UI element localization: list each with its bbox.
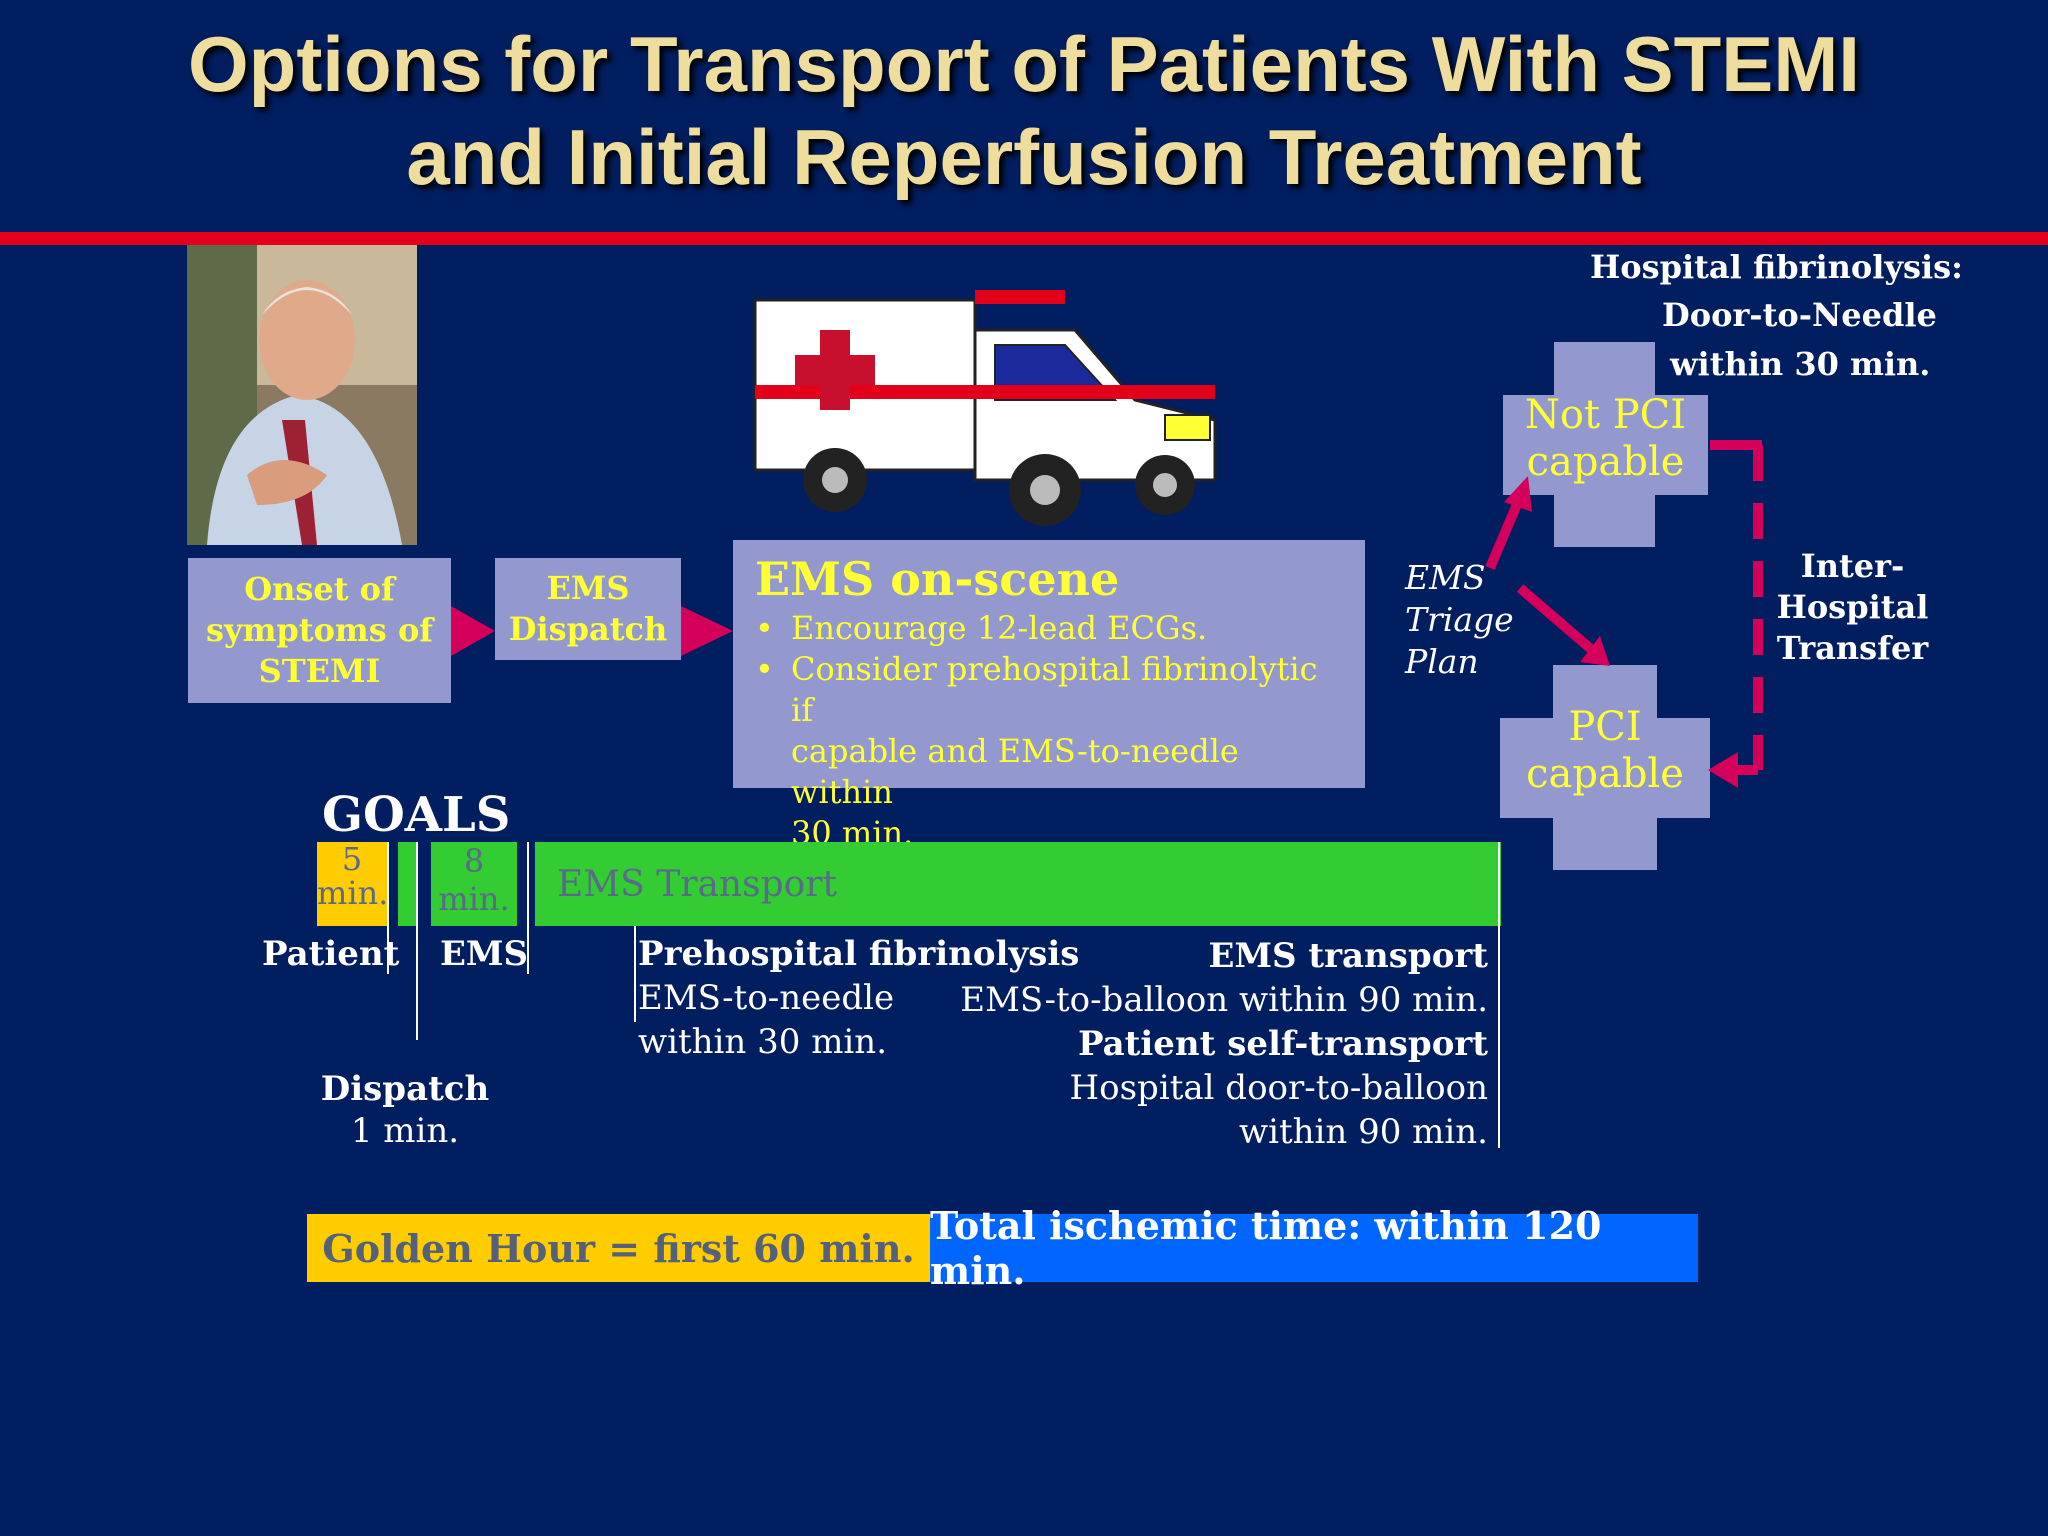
prehospital-line-2: within 30 min.: [638, 1022, 888, 1062]
not-pci-line-2: capable: [1526, 439, 1685, 485]
slide-title: Options for Transport of Patients With S…: [0, 18, 2048, 204]
dispatch-goal-time: 1 min.: [350, 1111, 460, 1151]
timeline-transport-segment: EMS Transport: [535, 842, 1501, 926]
hospital-fibrinolysis-line-1: Hospital fibrinolysis:: [1590, 248, 1963, 286]
prehospital-fibrinolysis-title: Prehospital fibrinolysis: [638, 934, 1080, 974]
patient-label: Patient: [262, 934, 400, 974]
title-line-2: and Initial Reperfusion Treatment: [406, 113, 1642, 201]
ems-seg-num: 8: [463, 842, 485, 880]
pci-line-1: PCI: [1568, 704, 1642, 750]
self-transport-title: Patient self-transport: [1078, 1024, 1488, 1064]
transfer-line-1: Inter-: [1800, 547, 1905, 585]
arrow-dispatch-to-scene: [681, 606, 733, 656]
prehospital-line-1: EMS-to-needle: [638, 978, 895, 1018]
on-scene-bullet-1: •Encourage 12-lead ECGs.: [755, 609, 1208, 647]
self-transport-line-2: within 90 min.: [1238, 1112, 1488, 1152]
pci-line-2: capable: [1526, 751, 1684, 797]
transfer-line-2: Hospital: [1776, 588, 1929, 626]
total-ischemic-bar: Total ischemic time: within 120 min.: [930, 1203, 1698, 1293]
timeline-ems-segment: 8 min.: [431, 842, 517, 926]
arrow-onset-to-dispatch: [451, 606, 495, 656]
ems-label: EMS: [440, 934, 529, 974]
dispatch-goal-label: Dispatch: [320, 1069, 490, 1109]
onset-box: Onset of symptoms of STEMI: [188, 558, 451, 703]
not-pci-hospital-cross: [1503, 342, 1708, 547]
timeline-patient-segment: 5 min.: [317, 840, 389, 926]
transfer-line-3: Transfer: [1776, 629, 1929, 667]
dispatch-box-line-1: EMS: [546, 569, 630, 607]
on-scene-bullet-2: • Consider prehospital fibrinolytic if c…: [755, 649, 1345, 854]
dispatch-goal-block: Dispatch 1 min.: [320, 1068, 490, 1152]
ems-seg-unit: min.: [438, 880, 510, 918]
inter-hospital-transfer-label: Inter- Hospital Transfer: [1770, 546, 1935, 669]
divider-prehospital: [634, 926, 636, 1022]
ambulance-illustration: [745, 290, 1225, 530]
goals-heading: GOALS: [322, 787, 511, 843]
on-scene-bullet-2-line-2: capable and EMS-to-needle within: [791, 732, 1239, 811]
pci-label: PCI capable: [1500, 704, 1710, 798]
divider-transport-end: [1498, 842, 1500, 1148]
not-pci-line-1: Not PCI: [1524, 392, 1687, 438]
ems-dispatch-box: EMS Dispatch: [495, 558, 681, 660]
onset-line-2: symptoms of: [205, 611, 434, 649]
hospital-fibrinolysis-line-2: Door-to-Needle: [1662, 296, 1937, 334]
patient-seg-unit: min.: [317, 874, 389, 912]
onset-line-1: Onset of: [244, 570, 395, 608]
total-ischemic-text: Total ischemic time: within 120 min.: [930, 1203, 1602, 1293]
transport-goals-block: EMS transport EMS-to-balloon within 90 m…: [900, 934, 1488, 1154]
divider-dispatch: [416, 842, 418, 1040]
ems-transport-title: EMS transport: [1208, 936, 1488, 976]
triage-line-2: Triage: [1405, 600, 1514, 639]
golden-hour-text: Golden Hour = first 60 min.: [322, 1225, 915, 1271]
not-pci-label: Not PCI capable: [1503, 392, 1708, 486]
dispatch-box-line-2: Dispatch: [508, 610, 668, 648]
on-scene-heading: EMS on-scene: [755, 552, 1120, 606]
title-line-1: Options for Transport of Patients With S…: [188, 20, 1860, 108]
triage-and-transfer-arrows: [1485, 440, 1763, 788]
divider-patient: [387, 842, 389, 974]
triage-line-3: Plan: [1405, 642, 1479, 681]
pci-hospital-cross: [1500, 665, 1710, 870]
on-scene-bullet-1-text: Encourage 12-lead ECGs.: [791, 609, 1208, 647]
timeline-dispatch-segment: [398, 842, 416, 926]
ems-triage-plan-label: EMS Triage Plan: [1405, 557, 1514, 683]
ems-transport-line-1: EMS-to-balloon within 90 min.: [960, 980, 1488, 1020]
transport-seg-label: EMS Transport: [557, 863, 837, 905]
on-scene-bullet-2-line-1: Consider prehospital fibrinolytic if: [791, 650, 1318, 729]
title-divider: [0, 232, 2048, 245]
onset-line-3: STEMI: [258, 652, 381, 690]
patient-seg-num: 5: [341, 840, 363, 878]
ems-on-scene-box: EMS on-scene •Encourage 12-lead ECGs. • …: [733, 540, 1365, 852]
self-transport-line-1: Hospital door-to-balloon: [1069, 1068, 1488, 1108]
golden-hour-bar: Golden Hour = first 60 min.: [307, 1214, 930, 1282]
triage-line-1: EMS: [1405, 558, 1486, 597]
divider-ems: [527, 842, 529, 974]
hospital-fibrinolysis-line-3: within 30 min.: [1670, 345, 1931, 383]
patient-photo: [187, 245, 417, 545]
